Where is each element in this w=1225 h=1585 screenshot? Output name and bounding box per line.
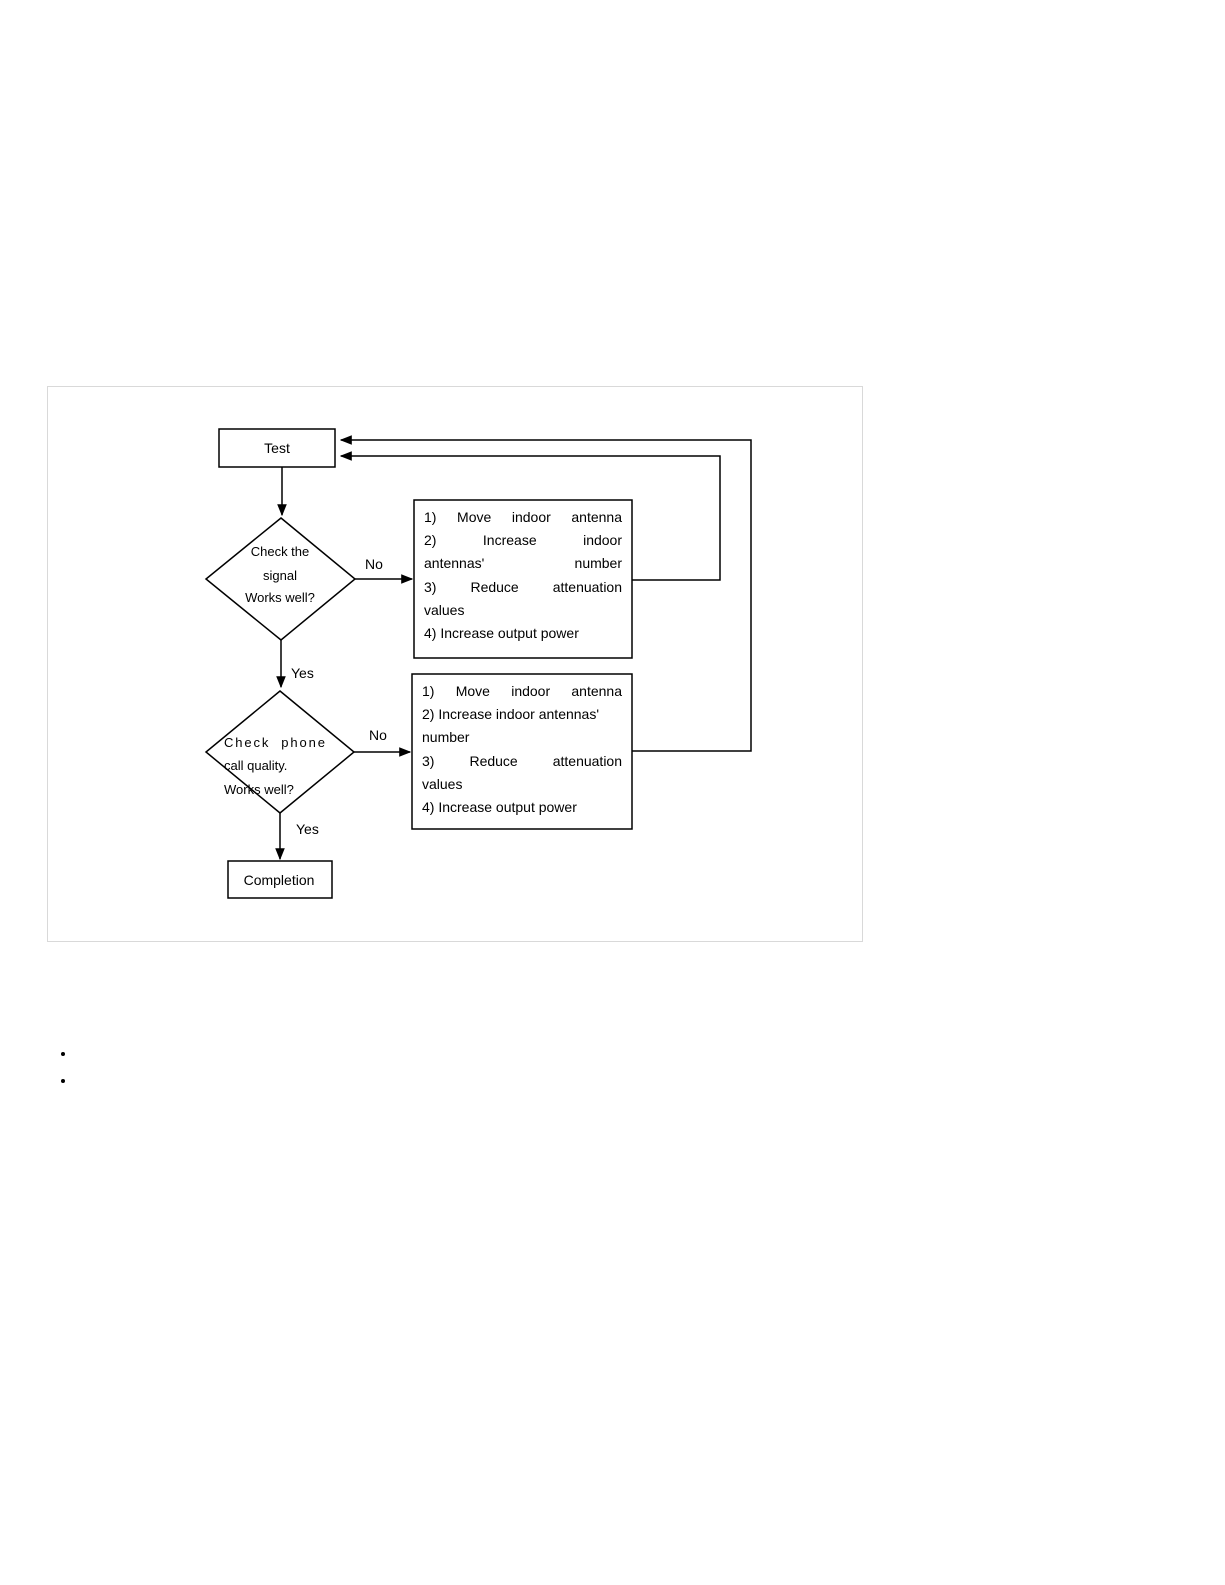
start-node-label: Test (264, 440, 290, 456)
action-2-line-1: 1) Move indoor antenna (422, 683, 622, 699)
action-1-text: 1) Move indoor antenna 2) Increase indoo… (414, 500, 632, 658)
action-1-line-6: 4) Increase output power (424, 625, 579, 642)
end-node (227, 860, 333, 899)
action-2-box (411, 673, 633, 830)
loop-action-2-to-test (339, 435, 752, 752)
decision-1-line-3: Works well? (245, 590, 315, 605)
action-1-line-3: antennas' number (424, 555, 622, 572)
action-1-line-2: 2) Increase indoor (424, 532, 622, 549)
action-2-line-4: 3) Reduce attenuation (422, 752, 622, 769)
decision-1-no-label: No (365, 556, 383, 572)
decision-2-line-2: call quality. (224, 758, 287, 773)
decision-1-line-2: signal (263, 568, 297, 583)
loop-action-1-to-test (339, 451, 721, 581)
action-1-line-1: 1) Move indoor antenna (424, 509, 622, 525)
decision-2-line-3: Works well? (224, 782, 294, 797)
bullet-list (60, 1040, 76, 1094)
flowchart-figure: Test Check the signal Works well? No Yes… (47, 386, 863, 942)
decision-1-line-1: Check the (251, 544, 310, 559)
decision-2-yes-label: Yes (296, 821, 319, 837)
action-2-line-6: 4) Increase output power (422, 799, 577, 816)
action-1-line-5: values (424, 601, 465, 618)
action-2-text: 1) Move indoor antenna 2) Increase indoo… (412, 674, 632, 829)
decision-1-yes-label: Yes (291, 665, 314, 681)
action-1-line-4: 3) Reduce attenuation (424, 578, 622, 595)
action-2-line-5: values (422, 775, 463, 792)
action-2-line-3: number (422, 729, 470, 746)
flowchart-canvas: Test Check the signal Works well? No Yes… (204, 428, 752, 899)
action-1-box (413, 499, 633, 659)
start-node (218, 428, 336, 468)
decision-2-no-label: No (369, 727, 387, 743)
end-node-label: Completion (244, 872, 315, 888)
action-2-line-2: 2) Increase indoor antennas' (422, 706, 600, 723)
